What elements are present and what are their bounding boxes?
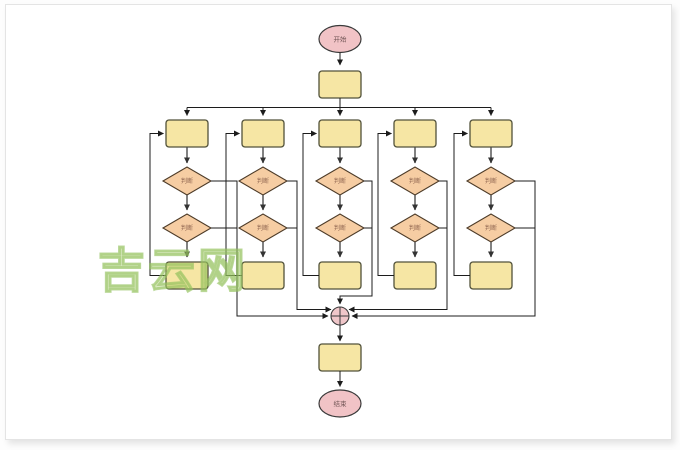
feedback-loop-wire bbox=[302, 130, 319, 276]
decision-label: 判断 bbox=[181, 224, 193, 232]
process-node bbox=[241, 261, 285, 290]
start-label: 开始 bbox=[334, 35, 348, 44]
end-ellipse bbox=[318, 389, 362, 418]
decision-exit-to-junction-wire bbox=[287, 180, 332, 313]
end-node: 结束 bbox=[318, 389, 362, 418]
decision-exit-to-junction-wire bbox=[337, 180, 373, 305]
top-process-node bbox=[318, 70, 362, 99]
start-node: 开始 bbox=[318, 24, 362, 54]
decision-exit-to-junction-wire bbox=[351, 180, 536, 319]
decision-label: 判断 bbox=[181, 177, 193, 185]
decision-exit-to-junction-wire bbox=[348, 180, 448, 313]
decision-exit-to-junction-wire bbox=[211, 180, 329, 319]
decision-label: 判断 bbox=[334, 177, 346, 185]
junction-cross-icon bbox=[331, 307, 349, 325]
branch-wire bbox=[187, 98, 491, 108]
decision-label: 判断 bbox=[409, 177, 421, 185]
summing-junction-node bbox=[330, 306, 350, 326]
process-node bbox=[318, 261, 362, 290]
decision-label: 判断 bbox=[257, 177, 269, 185]
feedback-loop-wire bbox=[453, 130, 470, 276]
feedback-loop-wire bbox=[225, 130, 242, 276]
process-node bbox=[393, 261, 437, 290]
process-node bbox=[241, 119, 285, 148]
process-node bbox=[469, 119, 513, 148]
decision-label: 判断 bbox=[485, 224, 497, 232]
process-node bbox=[165, 119, 209, 148]
process-node bbox=[469, 261, 513, 290]
feedback-loop-wire bbox=[149, 130, 166, 276]
decision-label: 判断 bbox=[485, 177, 497, 185]
process-node bbox=[393, 119, 437, 148]
end-label: 结束 bbox=[334, 399, 348, 408]
decision-label: 判断 bbox=[334, 224, 346, 232]
feedback-loop-wire bbox=[377, 130, 394, 276]
final-process-node bbox=[318, 343, 362, 372]
site-watermark: 吉云网 bbox=[98, 244, 248, 299]
decision-label: 判断 bbox=[409, 224, 421, 232]
decision-label: 判断 bbox=[257, 224, 269, 232]
process-node bbox=[318, 119, 362, 148]
